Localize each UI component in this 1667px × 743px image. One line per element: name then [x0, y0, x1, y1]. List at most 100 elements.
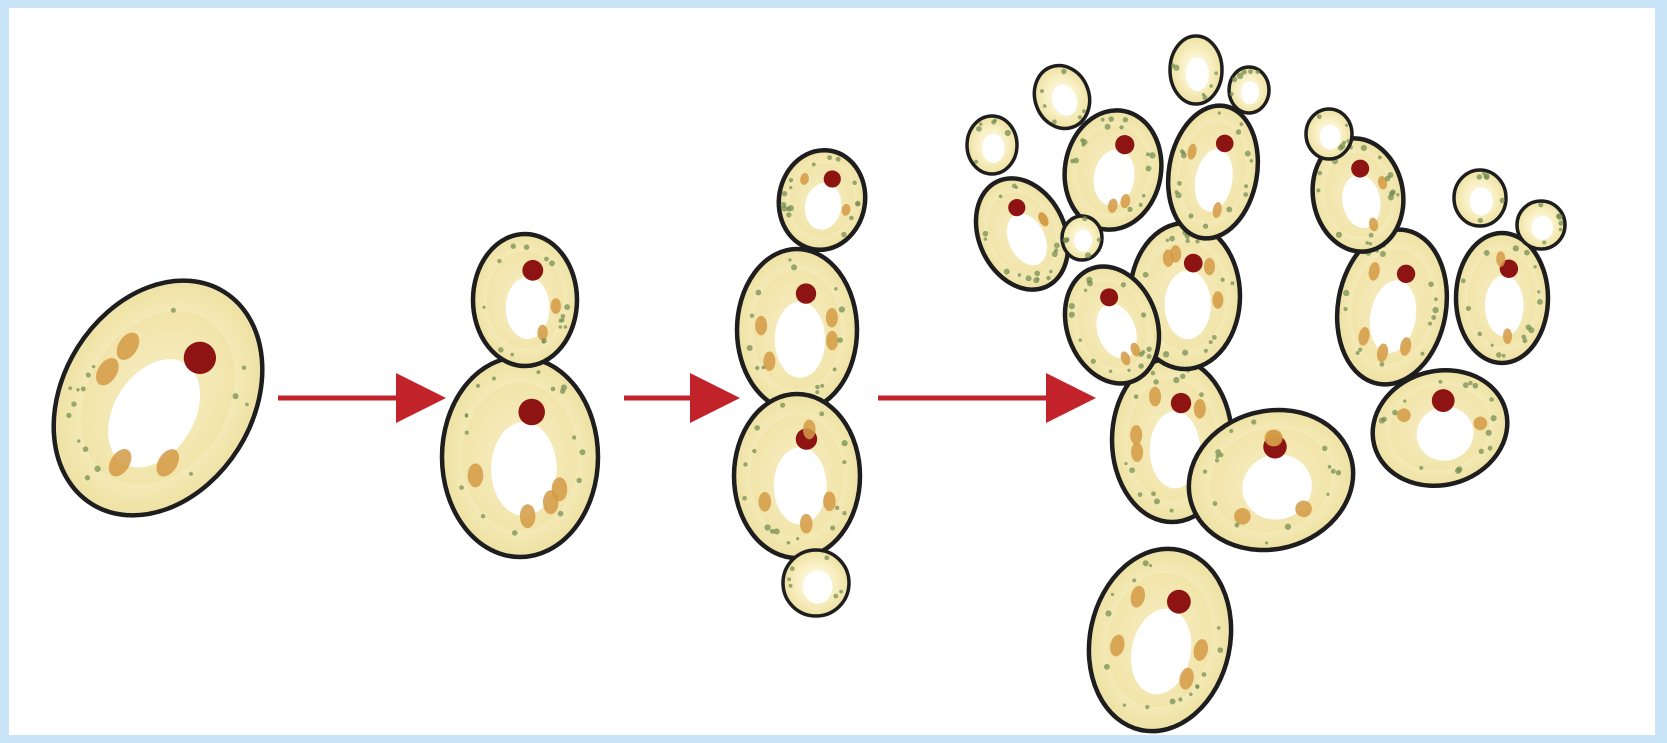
granule	[1130, 425, 1142, 445]
speckle	[743, 462, 747, 466]
speckle	[1248, 69, 1253, 74]
speckle	[1097, 238, 1102, 243]
speckle	[834, 287, 837, 290]
speckle	[756, 290, 762, 296]
speckle	[788, 258, 791, 261]
yeast-bud	[1062, 216, 1102, 260]
speckle	[819, 411, 824, 416]
speckle	[1229, 92, 1233, 96]
speckle	[559, 319, 563, 323]
speckle	[1466, 306, 1471, 311]
speckle	[459, 485, 464, 490]
speckle	[1151, 491, 1156, 496]
speckle	[835, 506, 839, 510]
speckle	[842, 511, 846, 515]
speckle	[1129, 467, 1135, 473]
granule	[1212, 291, 1223, 309]
speckle	[1182, 350, 1188, 356]
speckle	[1199, 392, 1204, 397]
vacuole	[1485, 275, 1524, 336]
speckle	[465, 431, 469, 435]
speckle	[560, 389, 565, 394]
granule	[1496, 251, 1505, 267]
granule	[552, 477, 568, 501]
stage-single-cell	[11, 242, 305, 555]
nucleus	[1171, 393, 1191, 413]
granule	[551, 298, 561, 314]
speckle	[1559, 228, 1563, 232]
speckle	[1345, 124, 1348, 127]
speckle	[833, 367, 837, 371]
speckle	[542, 338, 547, 343]
speckle	[579, 449, 585, 455]
speckle	[510, 353, 514, 357]
yeast-cell	[473, 234, 577, 366]
vacuole	[1320, 125, 1341, 150]
stage-first-bud	[442, 234, 598, 557]
speckle	[559, 325, 563, 329]
speckle	[742, 496, 747, 501]
speckle	[1170, 509, 1174, 513]
speckle	[842, 440, 848, 446]
vacuole	[1074, 230, 1092, 252]
yeast-cell	[1456, 233, 1548, 363]
speckle	[830, 525, 835, 530]
speckle	[839, 306, 845, 312]
speckle	[1538, 202, 1543, 207]
speckle	[787, 541, 791, 545]
yeast-bud	[1517, 201, 1565, 249]
yeast-cell	[1072, 535, 1247, 743]
granule	[826, 308, 838, 327]
speckle	[979, 122, 983, 126]
speckle	[577, 478, 582, 483]
speckle	[780, 403, 785, 408]
yeast-cell	[734, 394, 860, 558]
speckle	[1256, 70, 1260, 74]
speckle	[1204, 349, 1208, 353]
speckle	[1180, 374, 1185, 379]
nucleus	[518, 399, 545, 426]
speckle	[764, 524, 770, 530]
speckle	[1202, 95, 1207, 100]
nucleus	[1184, 254, 1203, 273]
speckle	[465, 413, 469, 417]
speckle	[551, 387, 556, 392]
speckle	[1231, 281, 1235, 285]
speckle	[789, 584, 793, 588]
speckle	[1169, 236, 1175, 242]
speckle	[572, 435, 576, 439]
yeast-bud	[1306, 109, 1352, 159]
speckle	[497, 259, 501, 263]
speckle	[1496, 352, 1501, 357]
speckle	[1557, 214, 1563, 220]
speckle	[754, 425, 759, 430]
speckle	[1085, 252, 1091, 258]
nucleus	[522, 260, 543, 281]
speckle	[1209, 84, 1213, 88]
speckle	[564, 304, 570, 310]
speckle	[1484, 250, 1490, 256]
vacuole	[1531, 216, 1553, 240]
speckle	[820, 384, 824, 388]
speckle	[476, 384, 480, 388]
speckle	[1195, 239, 1199, 243]
speckle	[511, 244, 516, 249]
speckle	[1173, 65, 1179, 71]
vacuole	[1186, 57, 1209, 91]
speckle	[1346, 139, 1350, 143]
speckle	[770, 529, 775, 534]
stage-bud-chain	[734, 143, 873, 616]
speckle	[1317, 114, 1322, 119]
speckle	[1214, 71, 1218, 75]
nucleus	[796, 283, 816, 303]
speckle	[1461, 279, 1466, 284]
speckle	[1186, 239, 1190, 243]
granule	[826, 331, 838, 350]
speckle	[824, 555, 829, 560]
speckle	[1154, 498, 1160, 504]
speckle	[790, 566, 795, 571]
speckle	[1212, 335, 1217, 340]
speckle	[1478, 218, 1483, 223]
granule	[763, 351, 775, 370]
